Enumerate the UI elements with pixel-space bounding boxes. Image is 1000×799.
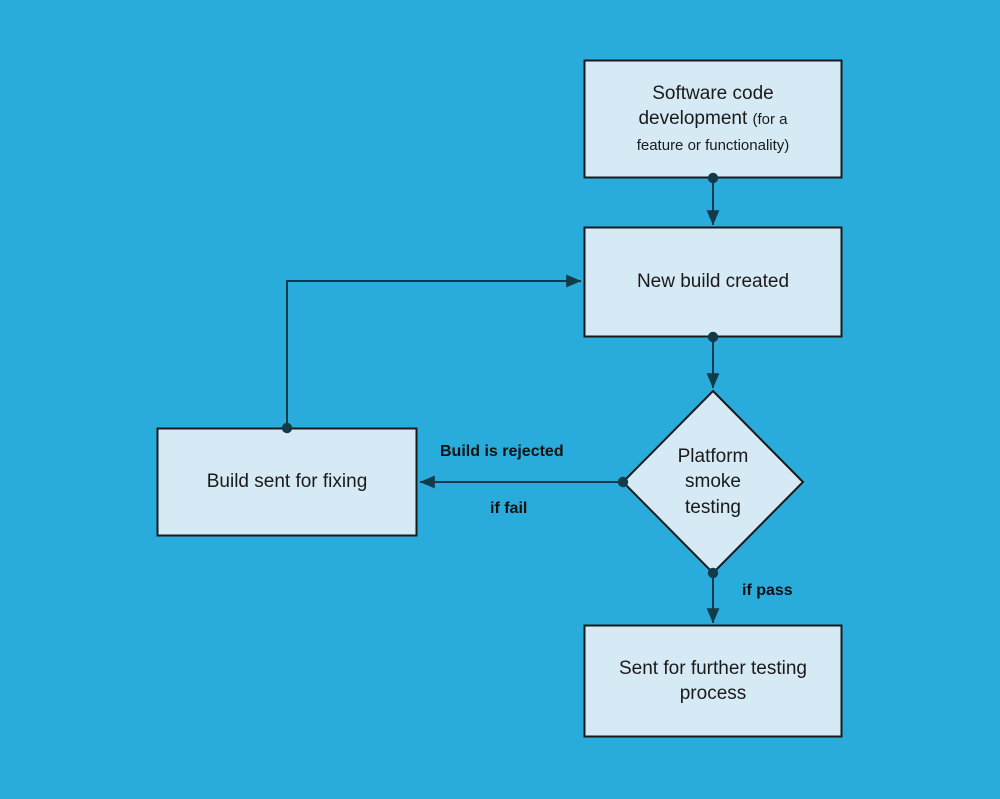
node-sent-for-further-testing[interactable] <box>583 624 843 738</box>
node-new-build-created[interactable] <box>583 226 843 338</box>
node-build-sent-for-fixing[interactable] <box>156 427 418 537</box>
edge-fixing-to-new-build <box>281 274 582 434</box>
node-software-code-development[interactable] <box>583 59 843 179</box>
node-platform-smoke-testing[interactable] <box>621 389 805 575</box>
